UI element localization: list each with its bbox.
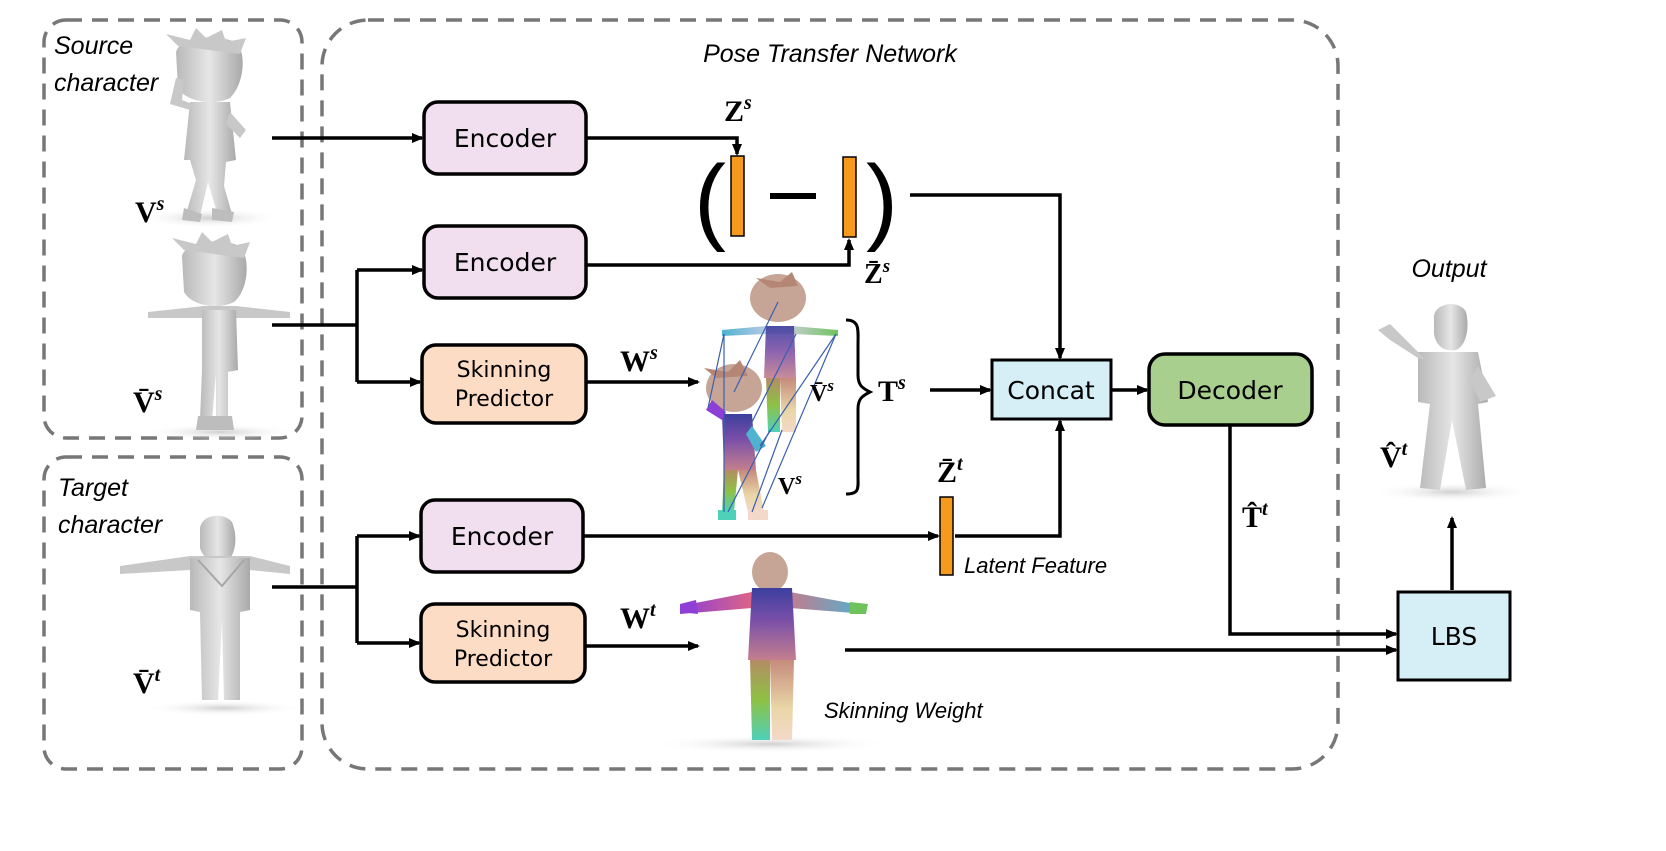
symbol-zbar-s: Z̄s xyxy=(864,256,890,290)
skinning-predictor-2-line2: Predictor xyxy=(454,647,553,672)
source-rest-figure xyxy=(142,232,298,440)
source-posed-figure xyxy=(138,28,282,228)
symbol-v-s: Vs xyxy=(135,193,165,229)
symbol-vbar-s-small: V̄s xyxy=(810,376,834,407)
concat-block xyxy=(990,358,1113,421)
symbol-z-s: Zs xyxy=(724,92,752,128)
symbol-vbar-s: V̄s xyxy=(133,383,163,419)
latent-bar-zbar-s xyxy=(842,156,857,238)
symbol-w-t: Wt xyxy=(620,599,657,635)
latent-feature-label: Latent Feature xyxy=(964,553,1107,578)
symbol-vhat-t: V̂t xyxy=(1380,438,1409,474)
pose-brace xyxy=(845,318,874,496)
lbs-block xyxy=(1396,590,1512,682)
concat-label: Concat xyxy=(1007,376,1095,405)
output-label: Output xyxy=(1411,255,1487,283)
bracket-left: ( xyxy=(694,146,726,253)
symbol-vbar-t: V̄t xyxy=(133,664,162,700)
skinning-predictor-2-line1: Skinning xyxy=(456,618,551,643)
network-title: Pose Transfer Network xyxy=(703,40,958,68)
output-posed-figure xyxy=(1372,304,1532,502)
lbs-label: LBS xyxy=(1431,622,1478,651)
symbol-that-t: T̂t xyxy=(1242,498,1269,534)
skinning-predictor-1-line1: Skinning xyxy=(457,358,552,383)
source-skinning-overlay-figure xyxy=(650,272,838,530)
symbol-zbar-t: Z̄t xyxy=(937,453,964,489)
encoder-block-2 xyxy=(422,224,588,300)
symbol-w-s: Ws xyxy=(620,342,658,378)
decoder-label: Decoder xyxy=(1177,376,1283,405)
encoder-1-label: Encoder xyxy=(454,124,557,153)
skinning-predictor-block-2 xyxy=(419,602,587,684)
symbol-v-s-small: Vs xyxy=(778,469,802,500)
target-skinning-weight-figure xyxy=(650,552,890,753)
pose-transfer-network-frame xyxy=(320,18,1340,771)
symbol-t-s: Ts xyxy=(878,372,906,408)
connection-arrows xyxy=(272,133,1457,655)
skinning-predictor-1-line2: Predictor xyxy=(455,387,554,412)
latent-bar-zbar-t xyxy=(939,496,954,576)
encoder-2-label: Encoder xyxy=(454,248,557,277)
encoder-3-label: Encoder xyxy=(451,522,554,551)
target-character-frame xyxy=(42,455,304,771)
source-label-line2: character xyxy=(54,69,160,97)
target-label-line1: Target xyxy=(58,474,129,502)
skinning-predictor-block-1 xyxy=(420,343,588,425)
skinning-weight-label: Skinning Weight xyxy=(824,698,983,723)
target-rest-figure xyxy=(120,515,304,716)
latent-bar-zs xyxy=(730,155,745,237)
bracket-right: ) xyxy=(866,146,898,253)
target-label-line2: character xyxy=(58,511,164,539)
source-label-line1: Source xyxy=(54,32,133,60)
